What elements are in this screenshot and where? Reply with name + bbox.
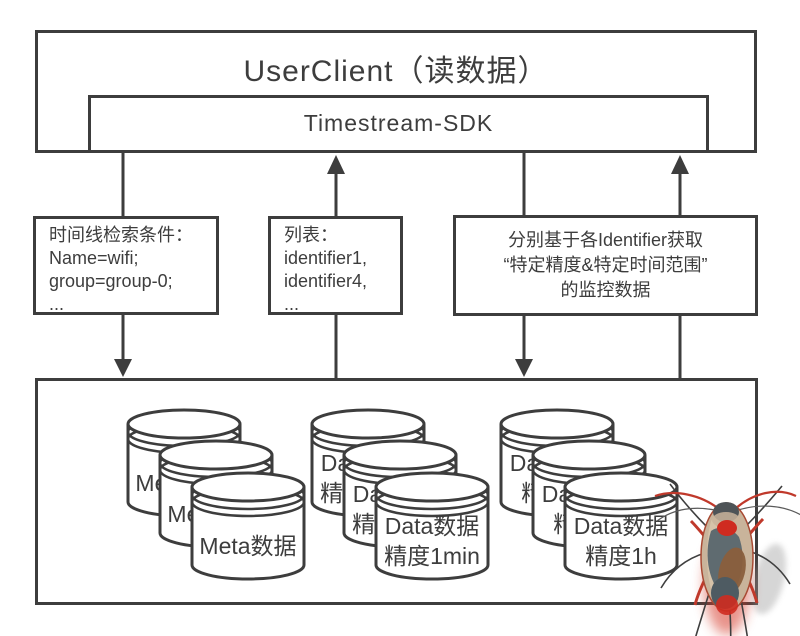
arrow-down-icon xyxy=(515,359,533,377)
box-text-line: identifier4, xyxy=(284,271,368,291)
box-text-line: “特定精度&特定时间范围” xyxy=(503,255,708,275)
box-text-line: group=group-0; xyxy=(49,271,173,291)
sdk-label: Timestream-SDK xyxy=(303,110,494,136)
identifier-list-box: 列表： identifier1, identifier4, ... xyxy=(268,216,403,315)
box-text-line: ... xyxy=(284,294,300,314)
arrow-up-icon xyxy=(671,155,689,174)
box-text-line: 的监控数据 xyxy=(560,280,651,300)
box-text-line: identifier1, xyxy=(284,248,368,268)
box-text-line: 列表： xyxy=(284,225,338,245)
arrow-up-icon xyxy=(327,155,345,174)
arrow-down-icon xyxy=(114,359,132,377)
fetch-by-identifier-box: 分别基于各Identifier获取 “特定精度&特定时间范围” 的监控数据 xyxy=(453,215,758,316)
box-text-line: 分别基于各Identifier获取 xyxy=(507,230,704,250)
sdk-box: Timestream-SDK xyxy=(88,95,709,153)
box-text-line: 时间线检索条件： xyxy=(49,225,193,245)
userclient-title: UserClient（读数据） xyxy=(243,55,549,88)
box-text-line: Name=wifi; xyxy=(49,248,139,268)
box-text-line: ... xyxy=(49,294,65,314)
storage-container-box xyxy=(35,378,758,605)
timeline-query-box: 时间线检索条件： Name=wifi; group=group-0; ... xyxy=(33,216,219,315)
